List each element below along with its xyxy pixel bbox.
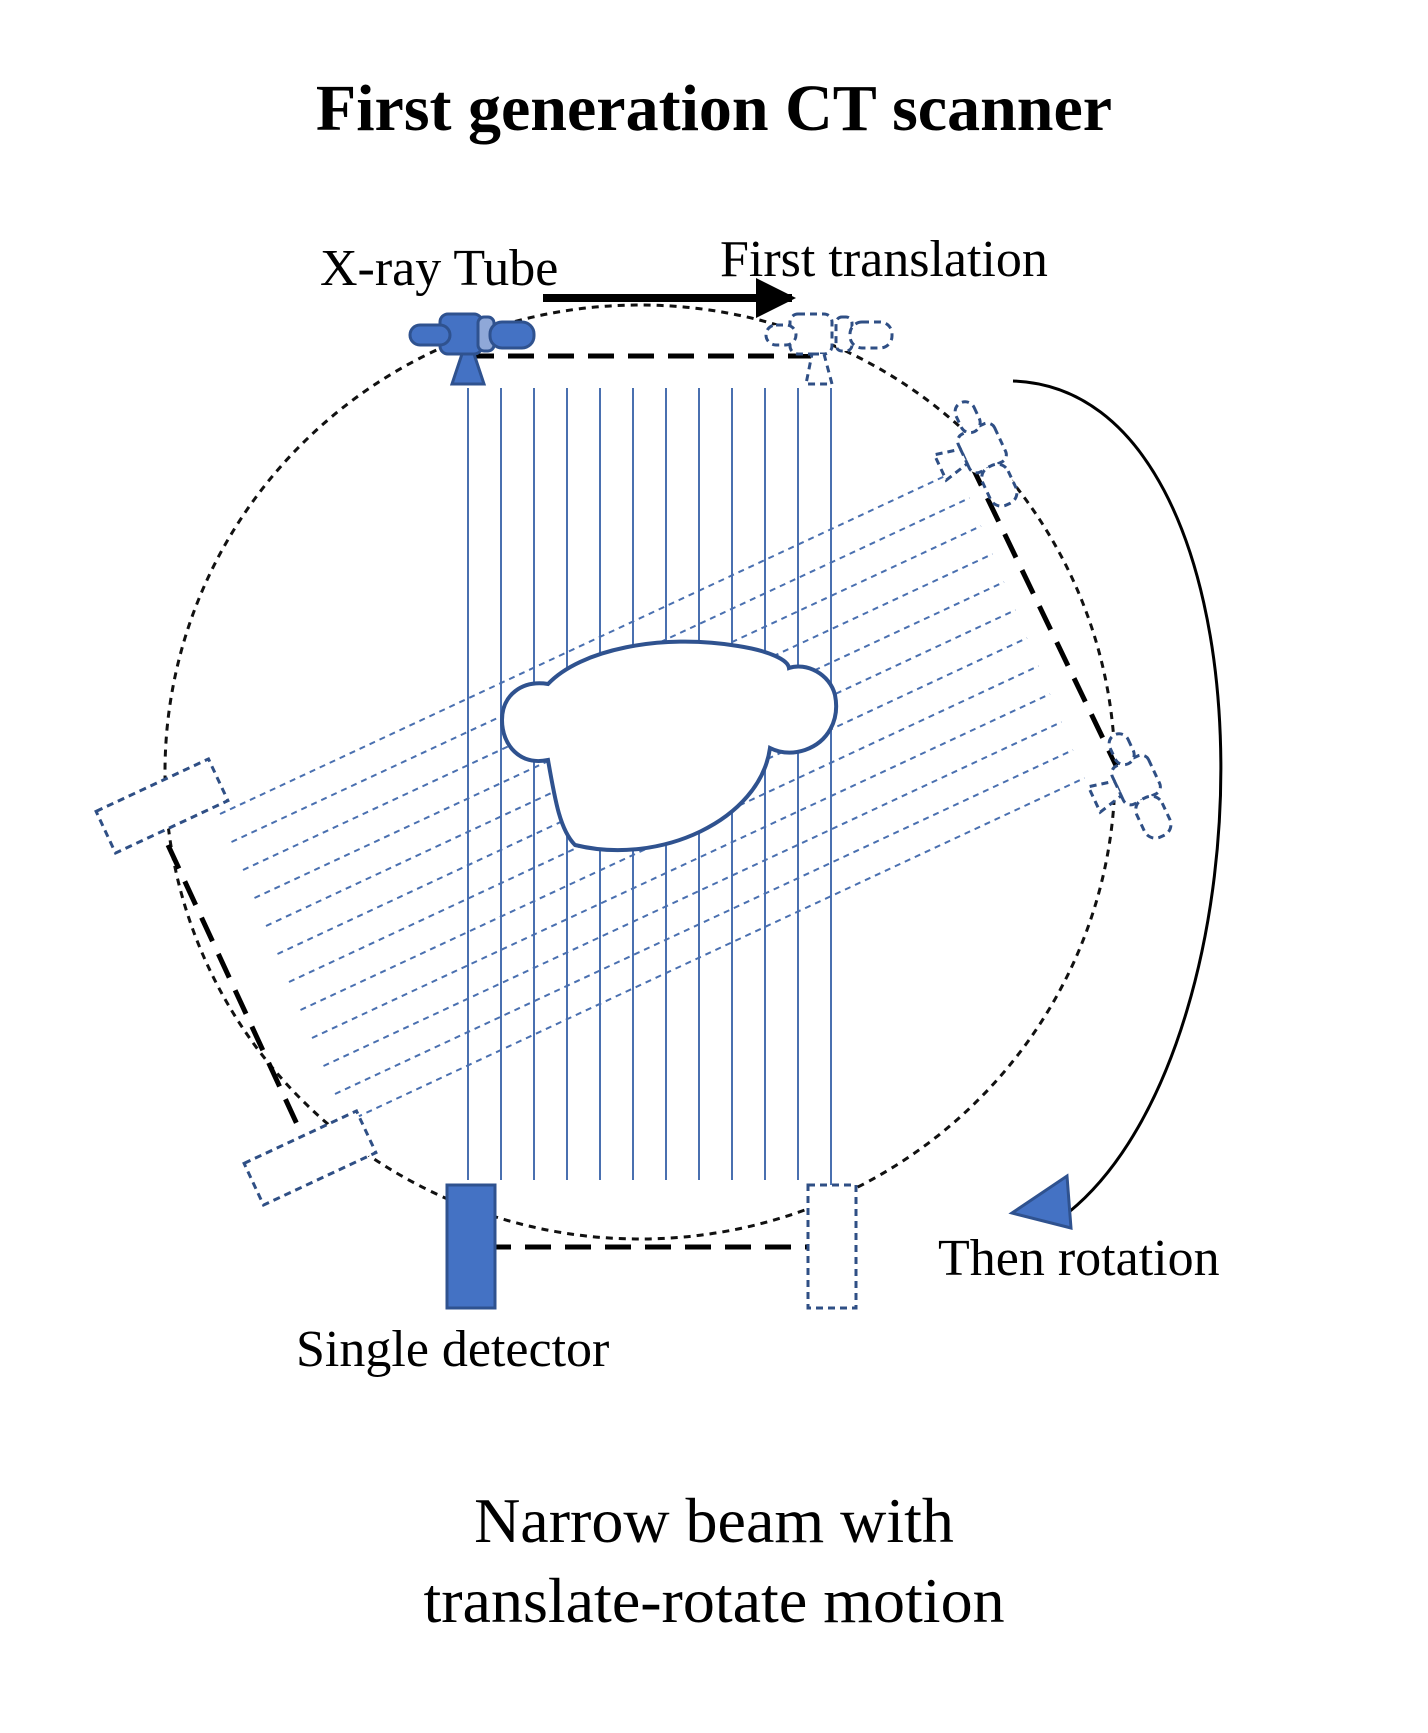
diagram-title: First generation CT scanner — [316, 72, 1112, 145]
rotation-arrowhead-icon — [1008, 1173, 1073, 1230]
caption-line-2: translate-rotate motion — [423, 1565, 1004, 1636]
ghost-xray-tube-rotated-top-icon — [932, 400, 1019, 508]
caption-line-1: Narrow beam with — [474, 1485, 954, 1556]
rotated-tube-track — [967, 460, 1126, 782]
xray-tube-label: X-ray Tube — [320, 240, 558, 297]
rotated-beam-line — [323, 721, 1062, 1067]
first-translation-label: First translation — [720, 231, 1048, 288]
ghost-detector-rotated-left-icon — [94, 756, 230, 856]
ghost-xray-tube-rotated-right-icon — [1086, 732, 1173, 840]
ghost-xray-tube-icon — [764, 312, 894, 386]
single-detector-label: Single detector — [296, 1321, 609, 1378]
rotated-beam-line — [334, 749, 1074, 1095]
ghost-rotated-right-left-cap — [1107, 732, 1136, 767]
rotated-beam-line — [219, 469, 959, 815]
ghost-tube-right-cap — [848, 320, 894, 350]
rotated-beam-line — [346, 777, 1085, 1123]
head-phantom-icon — [499, 639, 839, 853]
rotated-detector-track — [165, 843, 305, 1137]
xray-tube-right-cap — [488, 320, 536, 350]
ghost-rotated-top-port — [932, 447, 970, 483]
ghost-detector-icon — [806, 1183, 858, 1310]
rotated-beam-line — [311, 693, 1051, 1039]
rotation-arrow-curve — [1012, 379, 1223, 1214]
ghost-tube-left-cap — [764, 323, 798, 347]
ghost-detector-rotated-bottom-icon — [242, 1108, 378, 1208]
then-rotation-label: Then rotation — [938, 1230, 1220, 1287]
xray-tube-icon — [408, 312, 536, 386]
xray-tube-left-cap — [408, 323, 452, 347]
ghost-rotated-right-port — [1086, 779, 1124, 815]
ghost-rotated-right-right-cap — [1134, 794, 1173, 840]
detector-icon — [445, 1183, 497, 1310]
ghost-rotated-top-right-cap — [980, 462, 1019, 508]
ghost-rotated-top-left-cap — [953, 400, 982, 435]
ghost-tube-port — [804, 352, 834, 386]
xray-tube-port — [449, 352, 487, 386]
